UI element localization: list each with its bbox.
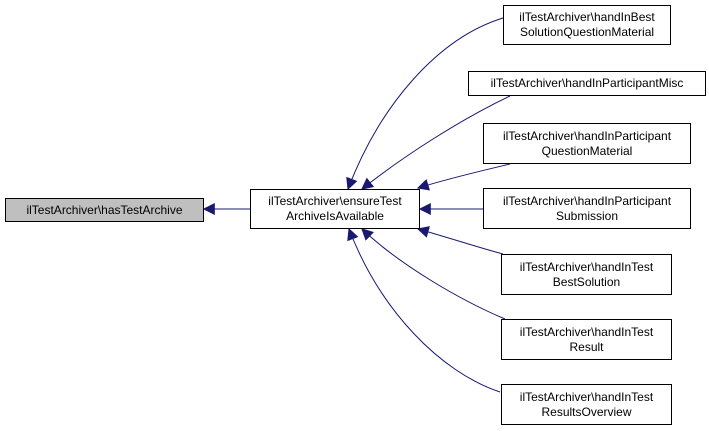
node-hand-in-test-result[interactable]: ilTestArchiver\handInTest Result <box>501 319 672 360</box>
node-hand-in-best-solution-question-material[interactable]: ilTestArchiver\handInBest SolutionQuesti… <box>503 5 671 45</box>
node-hand-in-participant-submission[interactable]: ilTestArchiver\handInParticipant Submiss… <box>483 188 691 229</box>
node-best-solution-qm-label-line2: SolutionQuestionMaterial <box>519 25 655 39</box>
node-test-results-overview-label-line1: ilTestArchiver\handInTest <box>519 389 654 404</box>
node-participant-submission-label-line2: Submission <box>555 208 619 223</box>
edge-participant-qm-to-ensure <box>416 163 511 191</box>
node-hand-in-participant-question-material[interactable]: ilTestArchiver\handInParticipant Questio… <box>483 123 691 164</box>
node-test-result-label-line1: ilTestArchiver\handInTest <box>519 324 654 339</box>
node-hand-in-test-results-overview[interactable]: ilTestArchiver\handInTest ResultsOvervie… <box>501 384 672 425</box>
node-participant-misc-label: ilTestArchiver\handInParticipantMisc <box>490 76 684 90</box>
node-test-best-solution-label-line2: BestSolution <box>552 274 621 289</box>
edge-best-solution-qm-to-ensure <box>346 17 504 191</box>
edge-participant-misc-to-ensure <box>361 95 511 190</box>
node-ensure-label-line1: ilTestArchiver\ensureTest <box>268 194 402 208</box>
node-hand-in-test-best-solution[interactable]: ilTestArchiver\handInTest BestSolution <box>501 254 672 295</box>
edge-test-results-overview-to-ensure <box>347 227 501 393</box>
node-test-best-solution-label-line1: ilTestArchiver\handInTest <box>519 259 654 274</box>
node-participant-qm-label-line2: QuestionMaterial <box>541 143 633 158</box>
node-has-test-archive[interactable]: ilTestArchiver\hasTestArchive <box>5 198 204 222</box>
edge-test-result-to-ensure <box>361 228 506 320</box>
node-ensure-label-line2: ArchiveIsAvailable <box>286 209 384 223</box>
node-participant-submission-label-line1: ilTestArchiver\handInParticipant <box>502 193 672 208</box>
node-best-solution-qm-label-line1: ilTestArchiver\handInBest <box>519 10 655 24</box>
node-hand-in-participant-misc[interactable]: ilTestArchiver\handInParticipantMisc <box>468 71 706 96</box>
node-participant-qm-label-line1: ilTestArchiver\handInParticipant <box>502 128 672 143</box>
edge-test-best-solution-to-ensure <box>416 226 504 255</box>
node-test-results-overview-label-line2: ResultsOverview <box>541 404 632 419</box>
node-test-result-label-line2: Result <box>569 339 604 354</box>
node-ensure-test-archive-is-available[interactable]: ilTestArchiver\ensureTest ArchiveIsAvail… <box>250 189 420 229</box>
node-has-test-archive-label: ilTestArchiver\hasTestArchive <box>26 202 183 217</box>
